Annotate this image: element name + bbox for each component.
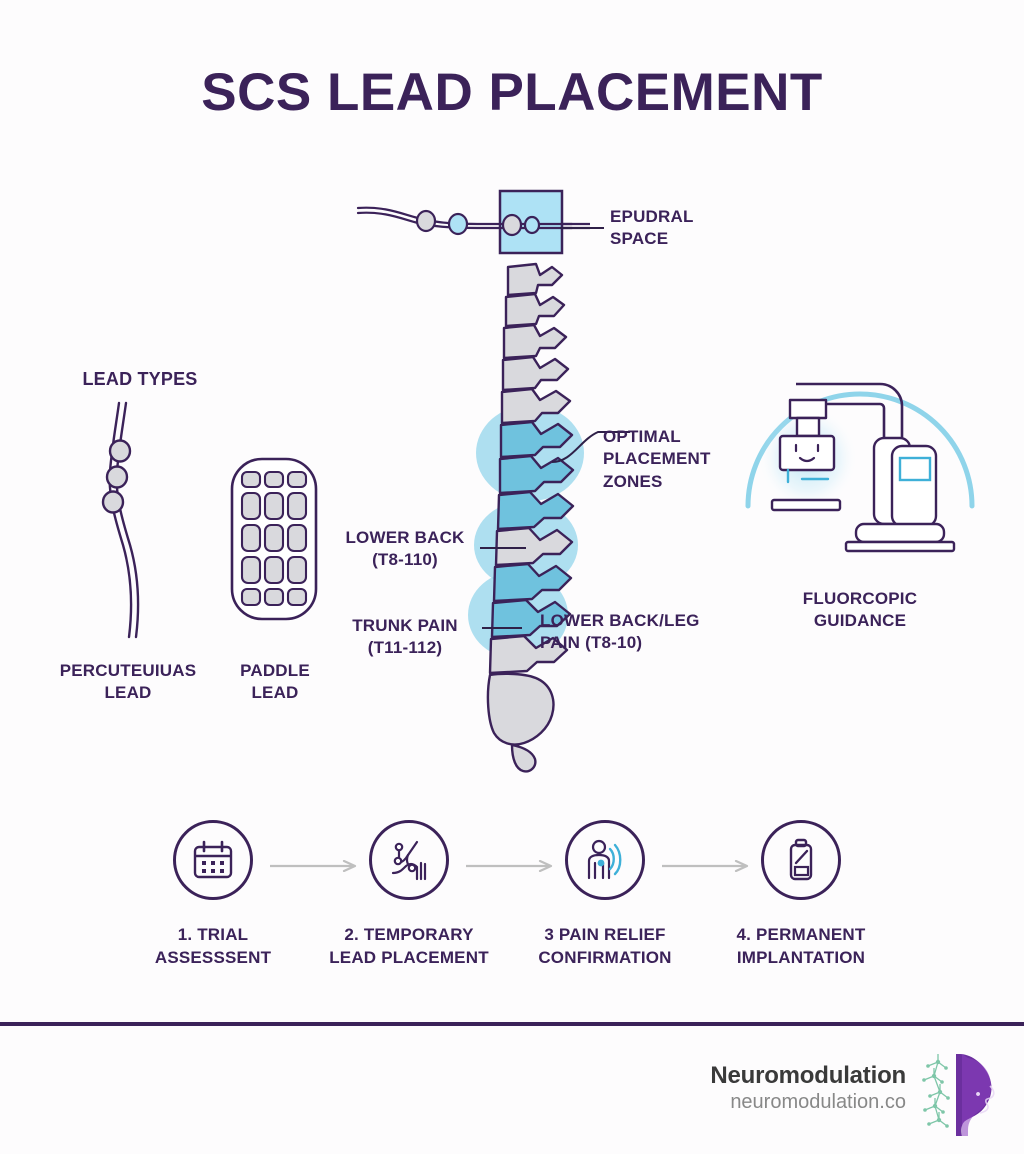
trunk-pain-label: TRUNK PAIN(T11-112) [352,616,458,658]
battery-implant-icon [789,838,813,881]
epidural-callout-leader [560,227,604,229]
head-profile-molecule-logo [922,1054,995,1136]
calendar-icon [193,840,233,879]
workflow-step-4-circle [761,820,841,900]
percutaneous-lead-icon [101,401,140,639]
workflow-arrow-2 [466,860,553,872]
brand-url: neuromodulation.co [730,1091,906,1113]
epidural-space-illustration [356,189,590,255]
page-title: SCS LEAD PLACEMENT [201,63,823,122]
workflow-step-2-circle [369,820,449,900]
footer-divider [0,1022,1024,1026]
spine-illustration [468,262,584,773]
patient-signal-icon [587,839,622,880]
lead-placement-icon [391,840,427,881]
lead-types-heading: LEAD TYPES [82,369,198,389]
lower-back-label: LOWER BACK(T8-110) [345,528,465,570]
fluoroscopy-machine-illustration [745,382,975,553]
workflow-arrow-3 [662,860,749,872]
spine-callout-leaders [480,431,630,629]
footer: Neuromodulation neuromodulation.co [0,1026,1024,1154]
workflow-step-3-circle [565,820,645,900]
brand-block: Neuromodulation neuromodulation.co [710,1062,906,1114]
paddle-lead-icon [230,457,318,621]
brand-name: Neuromodulation [710,1062,906,1089]
workflow-arrow-1 [270,860,357,872]
workflow-step-1-circle [173,820,253,900]
